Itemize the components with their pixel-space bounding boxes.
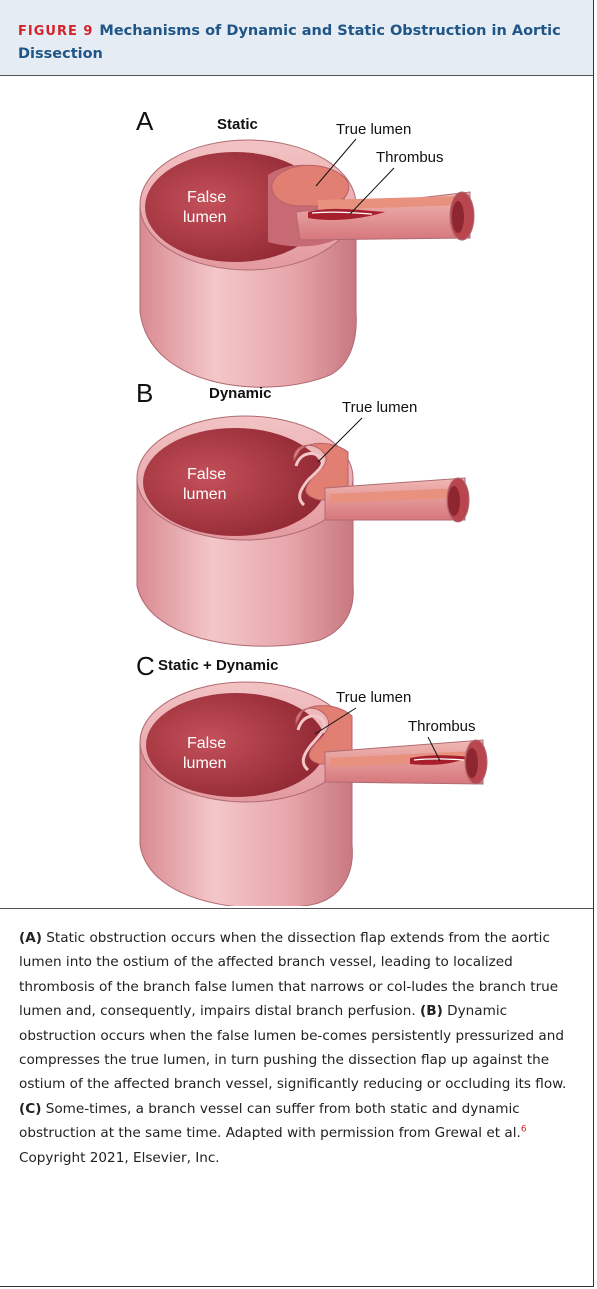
panel-b-letter: B xyxy=(136,378,153,408)
panel-b: B Dynamic False lumen True lumen xyxy=(136,378,469,646)
panel-b-false-lumen-line1: False xyxy=(187,466,226,483)
reference-link[interactable]: 6 xyxy=(521,1125,527,1135)
panel-a-true-lumen-label: True lumen xyxy=(336,121,411,138)
figure-title: Mechanisms of Dynamic and Static Obstruc… xyxy=(18,23,561,62)
panel-a-letter: A xyxy=(136,106,154,136)
panel-c-title: Static + Dynamic xyxy=(158,657,278,674)
panel-c-false-lumen-line1: False xyxy=(187,735,226,752)
panel-a-false-lumen-line1: False xyxy=(187,189,226,206)
caption-c-label: (C) xyxy=(19,1101,41,1117)
panel-c-thrombus-label: Thrombus xyxy=(408,718,476,735)
figure-caption: (A) Static obstruction occurs when the d… xyxy=(19,926,585,1170)
caption-b-label: (B) xyxy=(420,1003,443,1019)
panel-b-false-lumen-line2: lumen xyxy=(183,486,227,503)
panel-c-false-lumen-line2: lumen xyxy=(183,755,227,772)
panel-a-title: Static xyxy=(217,116,258,133)
panel-c: C Static + Dynamic False lumen True lume… xyxy=(136,651,487,906)
panel-a: A Static False lumen True lumen Thrombus xyxy=(136,106,474,387)
panel-b-true-lumen-label: True lumen xyxy=(342,399,417,416)
figure-label: FIGURE 9 xyxy=(18,24,93,39)
panel-a-false-lumen-line2: lumen xyxy=(183,209,227,226)
caption-copyright: Copyright 2021, Elsevier, Inc. xyxy=(19,1150,220,1166)
panel-c-true-lumen-label: True lumen xyxy=(336,689,411,706)
panel-a-thrombus-label: Thrombus xyxy=(376,149,444,166)
panel-b-title: Dynamic xyxy=(209,385,272,402)
caption-c-text: Some-times, a branch vessel can suffer f… xyxy=(19,1101,521,1141)
caption-divider xyxy=(0,908,593,909)
panel-c-letter: C xyxy=(136,651,155,681)
caption-a-label: (A) xyxy=(19,930,42,946)
dissection-illustration: A Static False lumen True lumen Thrombus… xyxy=(0,76,593,906)
